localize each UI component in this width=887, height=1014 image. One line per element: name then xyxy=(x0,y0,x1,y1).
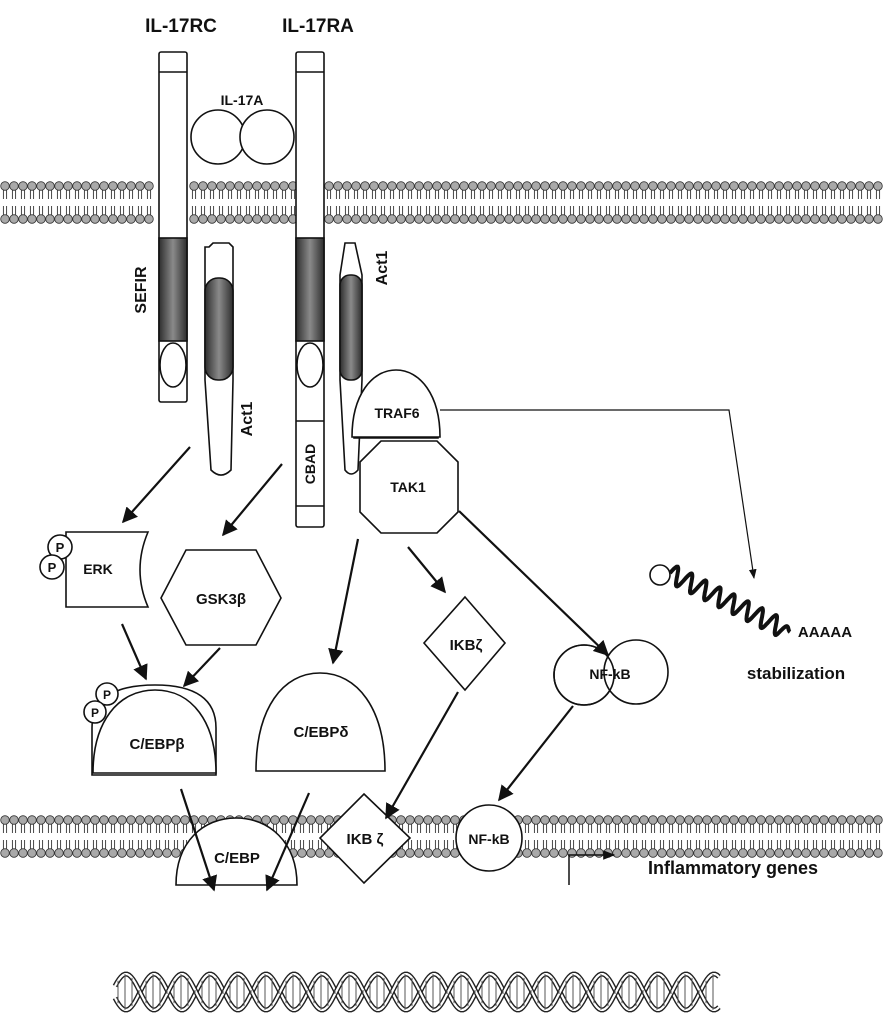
label-ikbz-nuclear: IKB ζ xyxy=(347,831,384,848)
act1-left-adaptor xyxy=(205,243,233,475)
traf6-body xyxy=(352,370,440,437)
label-poly-a: AAAAA xyxy=(798,624,852,641)
label-cebp-nuclear: C/EBP xyxy=(214,850,260,867)
label-nfkb: NF-kB xyxy=(589,666,630,682)
il17rc-receptor xyxy=(159,52,187,402)
label-il17rc: IL-17RC xyxy=(145,16,217,37)
mrna-cap xyxy=(650,565,670,585)
nuclear-membrane xyxy=(1,816,883,858)
arrow-tak1-ikbz xyxy=(408,547,445,592)
label-cbad: CBAD xyxy=(302,444,318,484)
label-cebpd: C/EBPδ xyxy=(294,724,349,741)
label-erk-p1: P xyxy=(56,540,65,555)
label-nfkb-nuclear: NF-kB xyxy=(468,831,509,847)
arrow-erk-cebpb xyxy=(122,624,146,679)
arrow-ikbz-nucleus xyxy=(386,692,458,818)
transcription-arrow xyxy=(569,855,614,885)
cebpd-node xyxy=(256,673,385,771)
label-erk: ERK xyxy=(83,561,113,577)
label-traf6: TRAF6 xyxy=(374,405,419,421)
act1-right-adaptor xyxy=(340,243,362,474)
label-cebpb-p2: P xyxy=(91,706,99,720)
label-act1-left: Act1 xyxy=(239,402,256,437)
label-il17ra: IL-17RA xyxy=(282,16,354,37)
arrow-gsk3b-cebpb xyxy=(184,648,220,686)
label-il17a: IL-17A xyxy=(221,92,264,108)
label-erk-p2: P xyxy=(48,560,57,575)
plasma-membrane xyxy=(1,182,883,224)
arrow-tak1-cebpd xyxy=(333,539,358,663)
label-ikbz: IKBζ xyxy=(450,637,483,654)
label-inflammatory-genes: Inflammatory genes xyxy=(648,858,818,878)
label-tak1: TAK1 xyxy=(390,479,426,495)
label-cebpb-p1: P xyxy=(103,688,111,702)
arrow-nfkb-nucleus xyxy=(499,706,573,800)
arrow-act1-erk xyxy=(123,447,190,522)
arrow-traf6-mrna xyxy=(440,410,754,578)
arrow-cbad-gsk3b xyxy=(223,464,282,535)
label-stabilization: stabilization xyxy=(747,664,845,683)
il17a-ligand xyxy=(191,110,294,164)
label-act1-right: Act1 xyxy=(374,251,391,286)
label-cebpb: C/EBPβ xyxy=(130,736,185,753)
dna-helix xyxy=(115,974,719,1010)
label-sefir: SEFIR xyxy=(133,266,150,314)
mrna-strand xyxy=(670,567,790,635)
label-gsk3b: GSK3β xyxy=(196,591,246,608)
